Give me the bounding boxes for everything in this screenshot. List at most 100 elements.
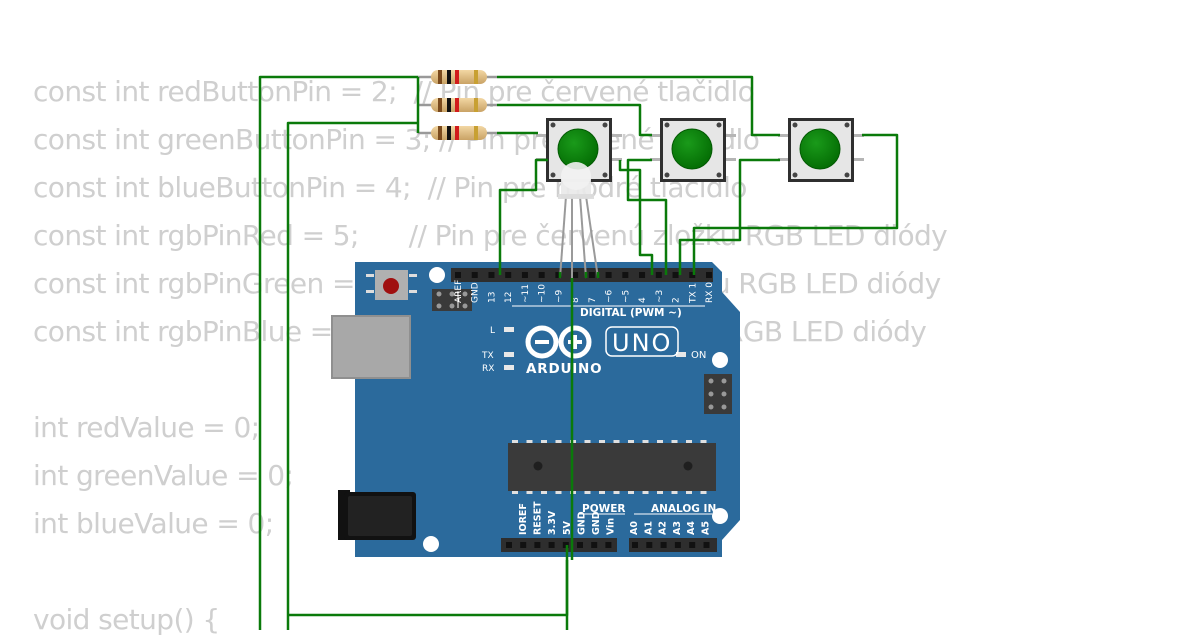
digital-pin-label: GND xyxy=(471,282,481,303)
header-pin-hole xyxy=(572,272,579,278)
header-pin-hole xyxy=(689,542,696,548)
wire-pin3-button-2 xyxy=(626,158,668,275)
header-pin-hole xyxy=(632,542,638,548)
header-pin-hole xyxy=(605,542,612,548)
header-pin-hole xyxy=(505,272,512,278)
resistor-2 xyxy=(418,98,497,112)
header-pin-hole xyxy=(622,272,629,278)
wires xyxy=(258,75,899,630)
header-pin-hole xyxy=(488,272,495,278)
model-text: UNO xyxy=(612,329,672,357)
header-pin-hole xyxy=(703,542,710,548)
digital-pin-label: 13 xyxy=(487,292,497,303)
header-pin-hole xyxy=(588,272,595,278)
digital-pin-label: AREF xyxy=(454,280,464,303)
wire-resistor-1-button-3 xyxy=(497,75,780,137)
digital-header xyxy=(451,268,713,282)
power-pin-label: GND xyxy=(576,511,587,535)
analog-pin-label: A1 xyxy=(643,521,654,535)
onboard-leds: L TX RX ON xyxy=(481,326,706,374)
header-pin-hole xyxy=(471,272,478,278)
on-label: ON xyxy=(691,350,706,361)
wire-pin4-button-1 xyxy=(618,160,654,275)
wire-gnd-rail xyxy=(258,75,418,630)
header-pin-hole xyxy=(706,272,712,278)
header-pin-hole xyxy=(555,272,562,278)
rgb-led xyxy=(558,162,599,279)
digital-pin-label: ~9 xyxy=(554,289,564,303)
analog-header-label: ANALOG IN xyxy=(651,503,716,515)
analog-pin-label: A0 xyxy=(629,521,640,535)
power-pin-label: RESET xyxy=(533,501,544,535)
analog-pin-label: A2 xyxy=(658,521,669,535)
code-line: int greenValue = 0; xyxy=(33,459,294,492)
led-label-l: L xyxy=(490,326,495,336)
icsp-header-right xyxy=(704,374,732,414)
analog-pin-label: A5 xyxy=(701,521,712,535)
header-pin-hole xyxy=(455,272,461,278)
power-header-label: POWER xyxy=(582,503,625,515)
header-pin-hole xyxy=(538,272,545,278)
header-pin-hole xyxy=(605,272,612,278)
mount-hole xyxy=(712,352,728,368)
digital-pin-label: 7 xyxy=(588,297,598,303)
header-pin-hole xyxy=(548,542,555,548)
wire-resistor-2-button-2 xyxy=(497,103,652,137)
wire-pin2-button-3 xyxy=(678,158,780,275)
resistor-1 xyxy=(418,70,497,84)
wire-button-3-out xyxy=(692,133,899,275)
header-pin-hole xyxy=(672,272,679,278)
reset-button xyxy=(366,270,417,300)
usb-connector xyxy=(331,315,411,379)
push-button-2 xyxy=(650,118,736,182)
power-jack xyxy=(338,490,416,540)
header-pin-hole xyxy=(646,542,653,548)
power-header xyxy=(501,538,617,552)
header-pin-hole xyxy=(534,542,541,548)
header-pin-hole xyxy=(674,542,681,548)
power-pin-label: Vin xyxy=(606,518,617,535)
header-pin-hole xyxy=(655,272,662,278)
analog-pin-label: A3 xyxy=(672,521,683,535)
power-pin-label: GND xyxy=(591,511,602,535)
header-pin-hole xyxy=(660,542,667,548)
wire-gnd-to-buttons xyxy=(498,158,548,275)
icsp-header-top xyxy=(432,289,472,311)
led-label-rx: RX xyxy=(482,364,494,374)
code-line: int redValue = 0; xyxy=(33,411,260,444)
resistor-3 xyxy=(418,126,497,140)
header-pin-hole xyxy=(506,542,512,548)
mount-hole xyxy=(429,267,445,283)
digital-pin-label: RX 0 xyxy=(705,282,715,303)
digital-pin-label: 4 xyxy=(638,297,648,303)
header-pin-hole xyxy=(639,272,646,278)
led-label-tx: TX xyxy=(481,351,494,361)
digital-pin-label: ~10 xyxy=(538,284,548,303)
header-pin-hole xyxy=(577,542,583,548)
header-pin-hole xyxy=(689,272,696,278)
header-pin-hole xyxy=(591,542,598,548)
code-line: int blueValue = 0; xyxy=(33,507,274,540)
power-pin-label: 3.3V xyxy=(547,510,558,535)
digital-pin-label: 12 xyxy=(504,292,514,303)
wire-5v-rail xyxy=(286,121,418,630)
mount-hole xyxy=(712,508,728,524)
digital-pin-label: ~5 xyxy=(621,290,631,303)
digital-pin-label: ~6 xyxy=(605,289,615,303)
power-pin-label: 5V xyxy=(562,520,573,535)
digital-pin-label: 2 xyxy=(672,297,682,303)
arduino-logo: ARDUINO UNO xyxy=(525,325,679,377)
digital-pin-label: ~11 xyxy=(521,284,531,303)
analog-pin-label: A4 xyxy=(686,521,697,535)
digital-pin-label: TX 1 xyxy=(688,283,698,304)
microcontroller-chip xyxy=(508,440,716,494)
brand-text: ARDUINO xyxy=(526,361,602,377)
mount-hole xyxy=(423,536,439,552)
header-pin-hole xyxy=(521,272,528,278)
push-button-3 xyxy=(778,118,864,182)
